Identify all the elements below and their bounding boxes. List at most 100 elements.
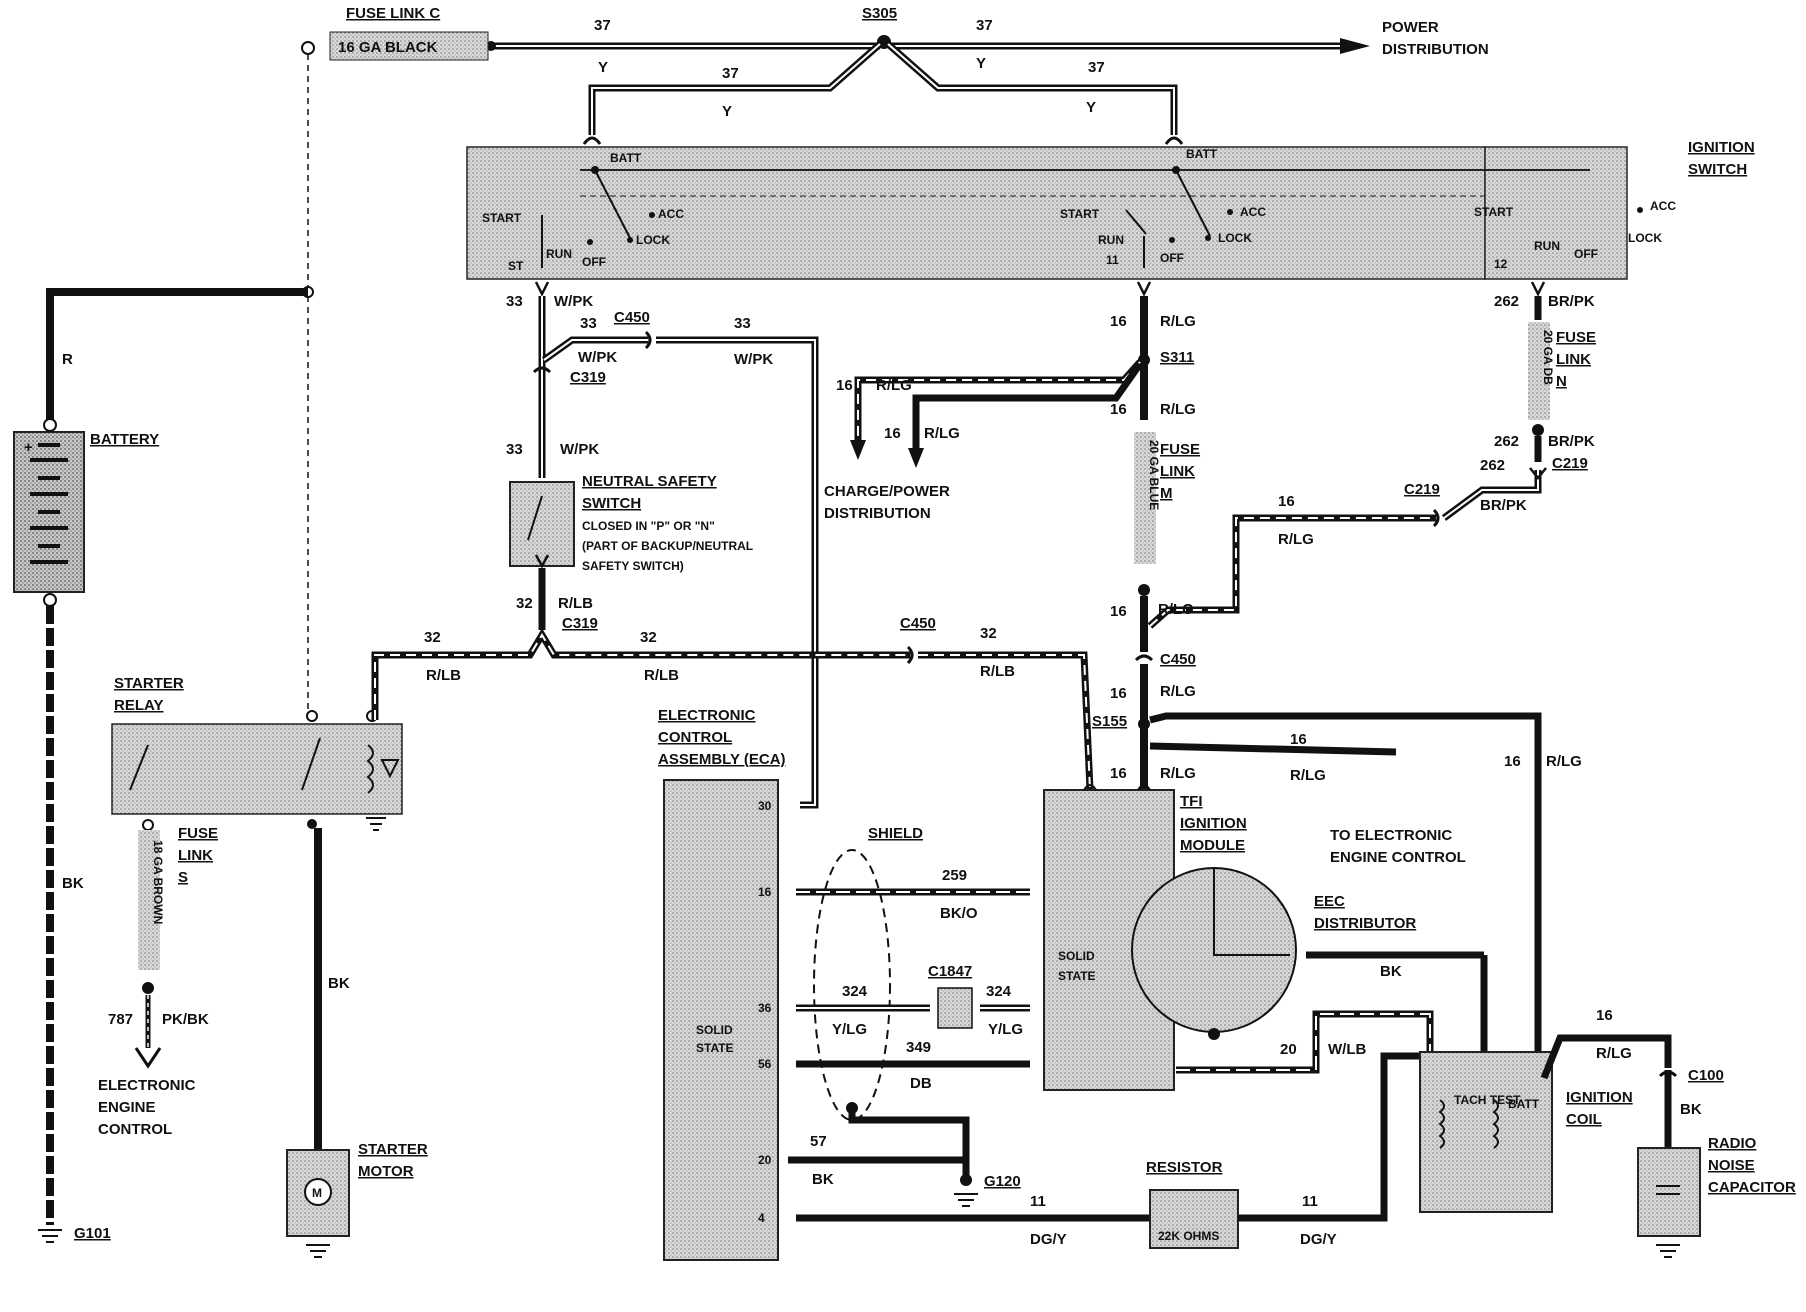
eca-pin-36: 36 — [758, 1001, 772, 1015]
st-label: ST — [508, 259, 524, 273]
off-label-b: OFF — [1160, 251, 1184, 265]
connector-c1847 — [937, 987, 973, 1029]
to-eec-label-2: ENGINE CONTROL — [1330, 849, 1466, 866]
starter-motor — [286, 1149, 350, 1237]
c1847-label: C1847 — [928, 963, 972, 980]
eca-pin-20: 20 — [758, 1153, 772, 1167]
c100-label: C100 — [1688, 1067, 1724, 1084]
shield-loop — [813, 849, 891, 1121]
wire-32-label-b: 32 — [424, 629, 441, 646]
c219-label-a: C219 — [1404, 481, 1440, 498]
s155-label: S155 — [1092, 713, 1127, 730]
wire-bko-label: BK/O — [940, 905, 978, 922]
off-label-a: OFF — [582, 255, 606, 269]
wire-16-to-eec — [1149, 742, 1397, 756]
wire-16-label-h: 16 — [1290, 731, 1307, 748]
wire-bk-cap-label: BK — [1680, 1101, 1702, 1118]
resistor-label: RESISTOR — [1146, 1159, 1223, 1176]
wire-bk-57-label: BK — [812, 1171, 834, 1188]
fuse-link-n-label-3: N — [1556, 373, 1567, 390]
starter-relay-label-2: RELAY — [114, 697, 163, 714]
to-eec-label-1: TO ELECTRONIC — [1330, 827, 1452, 844]
wire-rlb-label-d: R/LB — [980, 663, 1015, 680]
c319-label-b: C319 — [562, 615, 598, 632]
wire-dgy-label-b: DG/Y — [1300, 1231, 1337, 1248]
neutral-safety-label-4: (PART OF BACKUP/NEUTRAL — [582, 539, 753, 553]
wire-rlb-label-a: R/LB — [558, 595, 593, 612]
eca-box — [663, 779, 779, 1261]
wire-16-label-i: 16 — [1504, 753, 1521, 770]
wire-324-label-a: 324 — [842, 983, 868, 1000]
radio-noise-capacitor — [1637, 1147, 1701, 1237]
run-label-c: RUN — [1534, 239, 1560, 253]
wire-324-label-b: 324 — [986, 983, 1012, 1000]
wire-787-label: 787 — [108, 1011, 133, 1028]
wire-ylg-label-a: Y/LG — [832, 1021, 867, 1038]
eec-label-1: ELECTRONIC — [98, 1077, 196, 1094]
pin-11-label: 11 — [1106, 253, 1119, 267]
starter-motor-label-2: MOTOR — [358, 1163, 414, 1180]
c219-label-b: C219 — [1552, 455, 1588, 472]
fuse-link-n-label-2: LINK — [1556, 351, 1591, 368]
wire-brpk-label-c: BR/PK — [1548, 433, 1595, 450]
wire-33-label-a: 33 — [506, 293, 523, 310]
wire-dgy-label-a: DG/Y — [1030, 1231, 1067, 1248]
starter-motor-label-1: STARTER — [358, 1141, 428, 1158]
c450-label-a: C450 — [614, 309, 650, 326]
neutral-safety-label-3: CLOSED IN "P" OR "N" — [582, 519, 715, 533]
wire-bk-battery-label: BK — [62, 875, 84, 892]
tfi-solid-label: SOLID — [1058, 949, 1095, 963]
svg-text:+: + — [24, 439, 33, 456]
wire-262-label-b: 262 — [1494, 293, 1519, 310]
wire-349-label: 349 — [906, 1039, 931, 1056]
wire-16-label-c: 16 — [884, 425, 901, 442]
wire-wlb-label: W/LB — [1328, 1041, 1366, 1058]
neutral-safety-label-1: NEUTRAL SAFETY — [582, 473, 717, 490]
run-label-b: RUN — [1098, 233, 1124, 247]
wire-16-label-b: 16 — [836, 377, 853, 394]
power-distribution-arrow — [1340, 38, 1370, 54]
fuse-link-m-label-3: M — [1160, 485, 1173, 502]
fuse-link-m — [1134, 432, 1156, 564]
wy-label-b: Y — [976, 55, 986, 72]
ignition-coil-label-2: COIL — [1566, 1111, 1602, 1128]
wire-pkbk-label: PK/BK — [162, 1011, 209, 1028]
wire-r-label: R — [62, 351, 73, 368]
lock-label-b: LOCK — [1218, 231, 1252, 245]
shield-label: SHIELD — [868, 825, 923, 842]
wire-20-label: 20 — [1280, 1041, 1297, 1058]
ignition-coil — [1419, 1051, 1553, 1213]
acc-label-b: ACC — [1240, 205, 1266, 219]
eca-state-label: STATE — [696, 1041, 734, 1055]
wire-rlg-label-g: R/LG — [1160, 765, 1196, 782]
lock-label-c: LOCK — [1628, 231, 1662, 245]
wire-rlg-label-e: R/LG — [1158, 601, 1194, 618]
fuse-s-gauge-label: 18 GA BROWN — [151, 840, 165, 924]
fuse-link-s-label-1: FUSE — [178, 825, 218, 842]
acc-label-a: ACC — [658, 207, 684, 221]
wire-16-to-coil — [1149, 712, 1542, 1078]
wire-brpk-label-b: BR/PK — [1548, 293, 1595, 310]
wire-16-label-a: 16 — [1110, 313, 1127, 330]
eca-label-1: ELECTRONIC — [658, 707, 756, 724]
tach-test-label: TACH TEST — [1454, 1093, 1521, 1107]
g101-label: G101 — [74, 1225, 111, 1242]
wire-33-label-c: 33 — [734, 315, 751, 332]
wire-rlg-label-f: R/LG — [1160, 683, 1196, 700]
eec-label-3: CONTROL — [98, 1121, 172, 1138]
wire-57-ground — [848, 1105, 970, 1180]
tfi-label-2: IGNITION — [1180, 815, 1247, 832]
charge-power-label-2: DISTRIBUTION — [824, 505, 931, 522]
fuse-link-s-label-3: S — [178, 869, 188, 886]
wire-wpk-label-c: W/PK — [734, 351, 773, 368]
wire-rlg-label-k: R/LG — [1596, 1045, 1632, 1062]
wire-rlg-label-d: R/LG — [1160, 401, 1196, 418]
wire-rlg-label-c: R/LG — [924, 425, 960, 442]
run-label-a: RUN — [546, 247, 572, 261]
starter-relay-box — [111, 723, 403, 815]
wire-11-label-b: 11 — [1302, 1193, 1318, 1210]
wire-16-label-f: 16 — [1110, 685, 1127, 702]
battery-label: BATTERY — [90, 431, 159, 448]
tfi-label-3: MODULE — [1180, 837, 1245, 854]
